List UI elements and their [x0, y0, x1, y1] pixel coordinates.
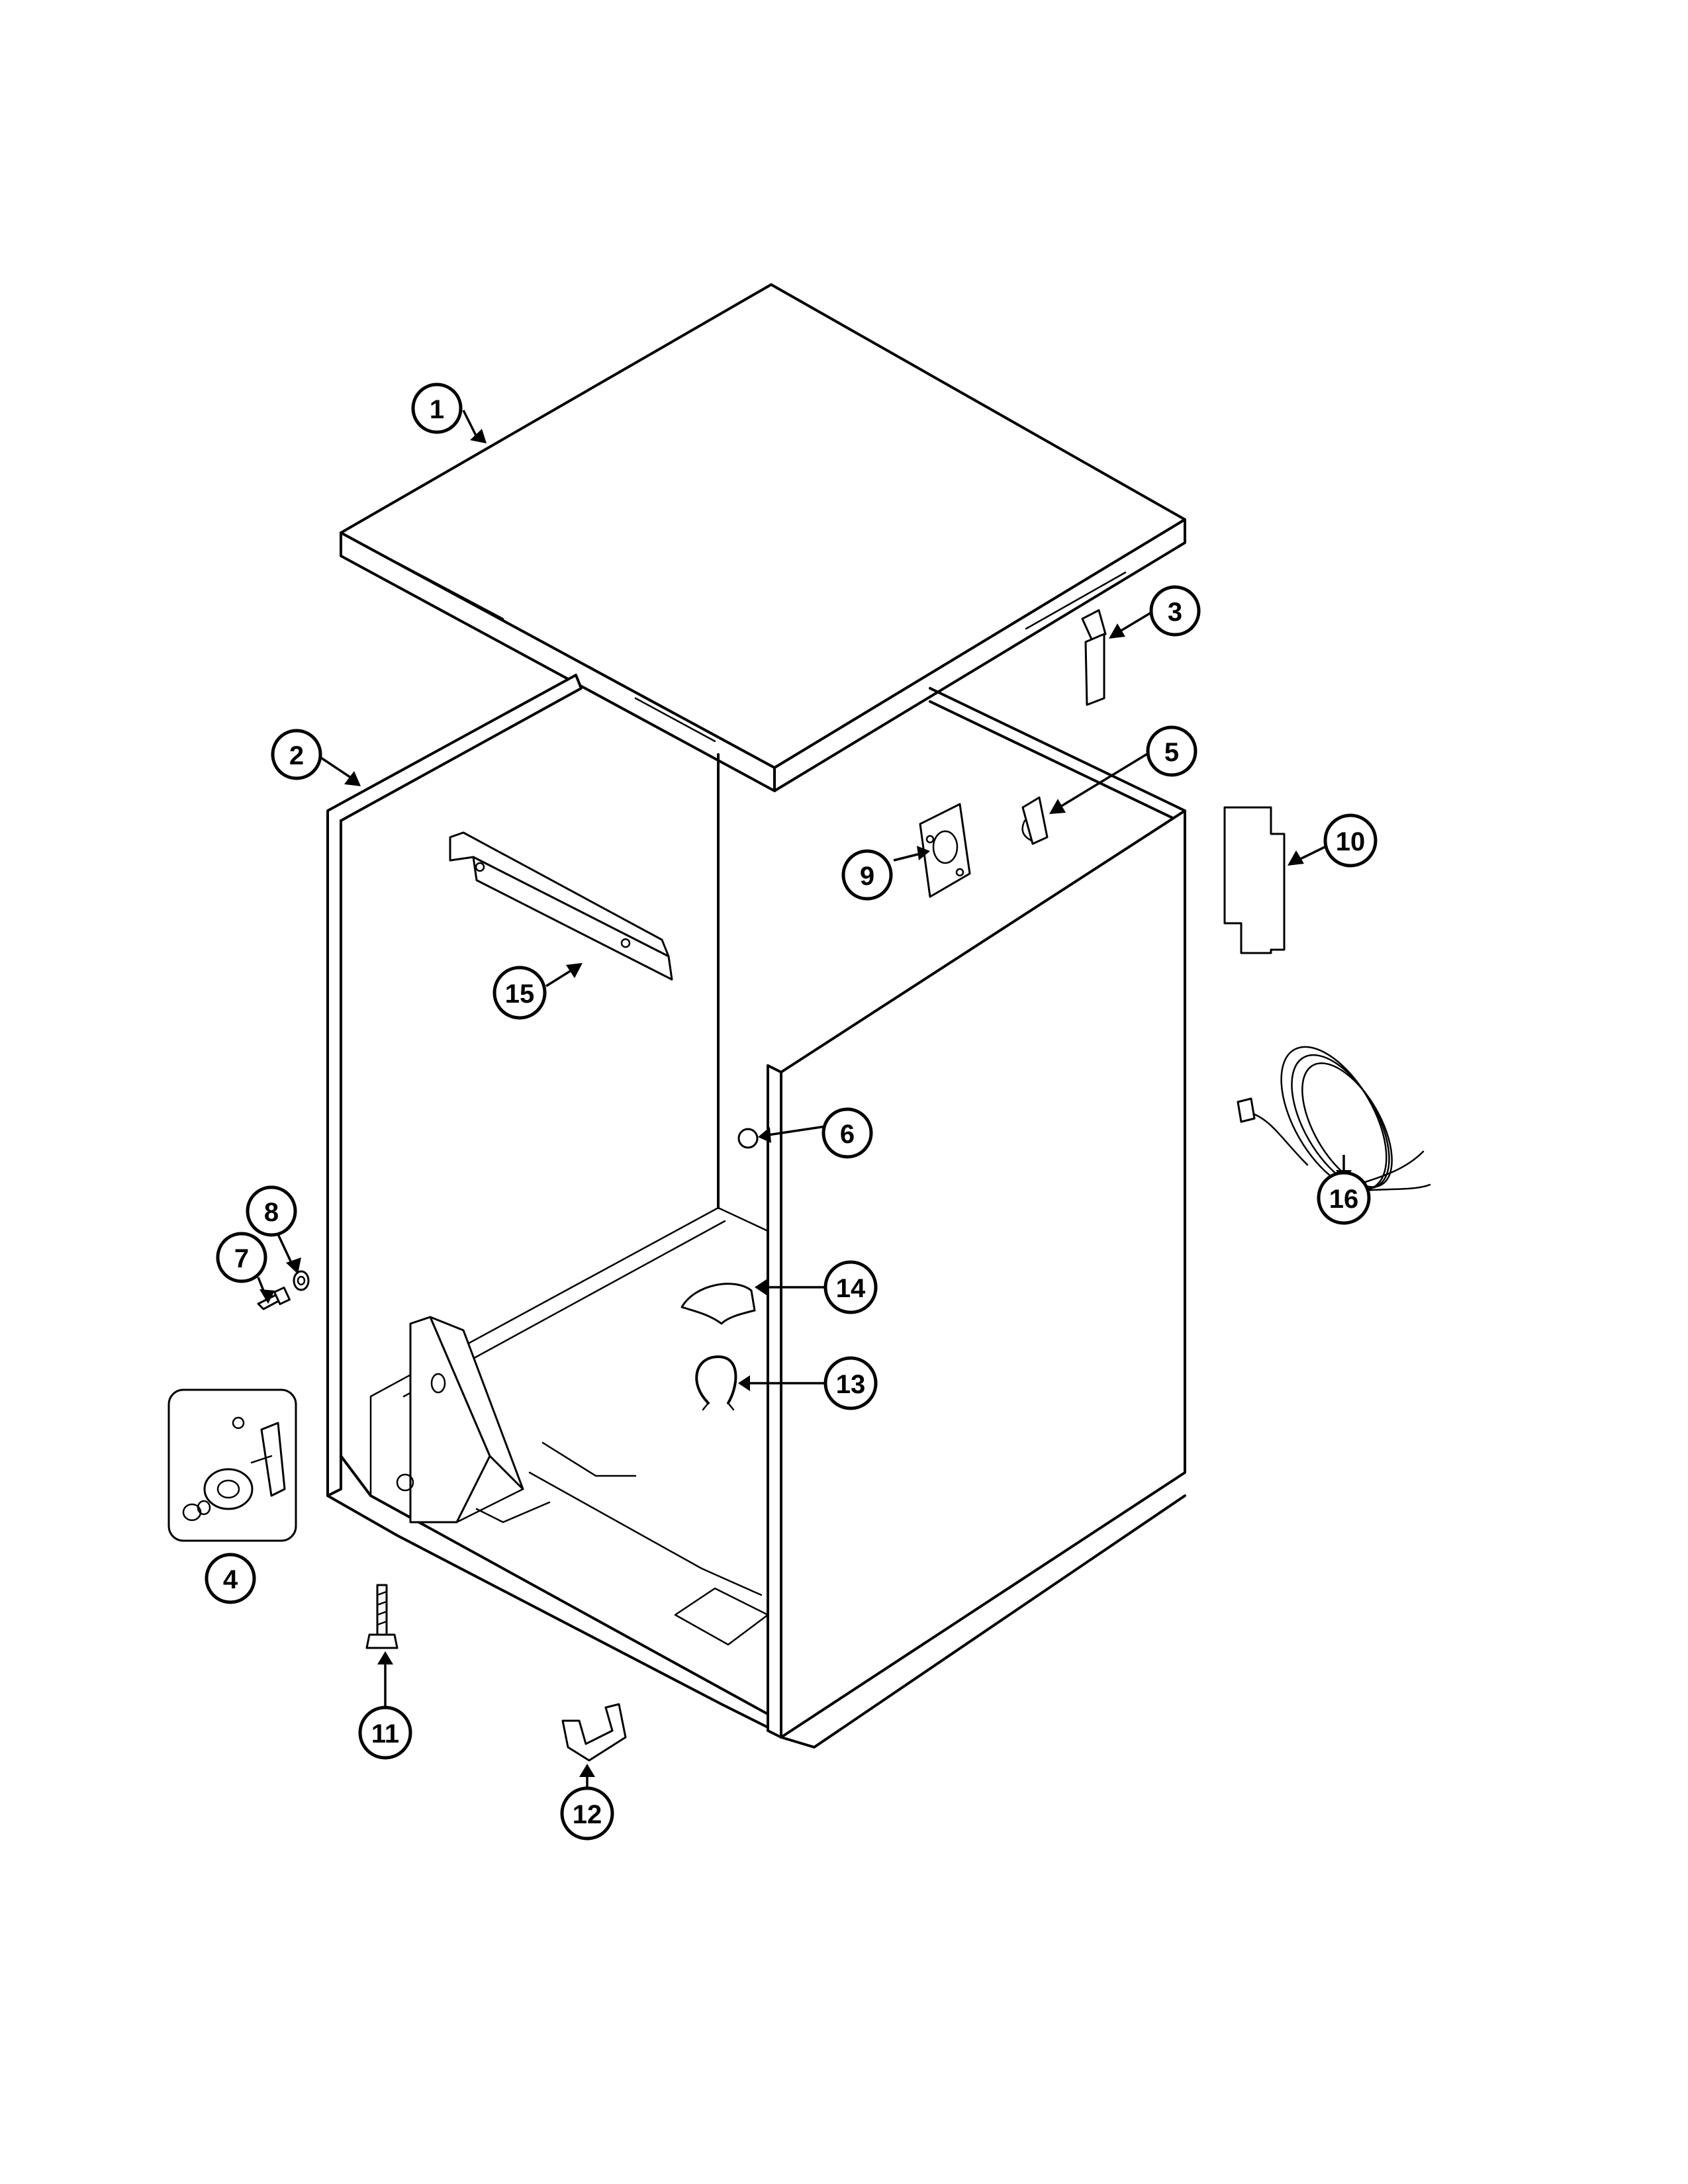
callout-1: 1 [411, 383, 463, 434]
callout-12-label: 12 [573, 1800, 602, 1829]
callout-9-label: 9 [860, 862, 874, 891]
callout-16-label: 16 [1329, 1185, 1359, 1214]
part-rail [449, 831, 673, 981]
callout-7-label: 7 [234, 1244, 249, 1273]
callout-10: 10 [1323, 813, 1378, 868]
callout-14: 14 [823, 1260, 878, 1314]
callout-5-label: 5 [1164, 738, 1179, 767]
callout-14-label: 14 [836, 1274, 866, 1303]
callout-7: 7 [216, 1232, 267, 1283]
callout-15: 15 [492, 966, 547, 1020]
callout-3: 3 [1149, 585, 1201, 637]
callout-2-label: 2 [289, 741, 304, 770]
part-cover-plate [1223, 806, 1286, 954]
callout-5: 5 [1146, 725, 1197, 777]
part-spring-clip [695, 1355, 737, 1411]
callout-13-label: 13 [836, 1370, 866, 1399]
callout-6: 6 [821, 1107, 873, 1159]
part-floor-bracket [561, 1703, 627, 1762]
callout-16-badge-visible: 16 [1317, 1171, 1371, 1225]
part-clip [1081, 609, 1107, 706]
part-leveling-leg [365, 1584, 399, 1649]
callout-12: 12 [560, 1786, 614, 1841]
callout-11: 11 [358, 1706, 412, 1760]
part-nut [293, 1270, 310, 1291]
callout-13: 13 [823, 1356, 878, 1410]
part-heat-shield [680, 1283, 756, 1325]
callout-4-label: 4 [223, 1565, 238, 1594]
callout-11-label: 11 [371, 1719, 399, 1749]
callout-9: 9 [841, 849, 893, 901]
callout-2: 2 [271, 729, 322, 780]
part-top-panel [340, 283, 1186, 792]
callout-10-label: 10 [1336, 827, 1366, 856]
part-hook-bracket [1021, 796, 1049, 845]
callout-1-label: 1 [430, 395, 444, 424]
callout-3-label: 3 [1168, 598, 1182, 627]
callout-15-label: 15 [505, 979, 535, 1009]
callout-8-label: 8 [264, 1198, 279, 1227]
callout-4: 4 [205, 1553, 256, 1604]
callout-8: 8 [246, 1185, 297, 1237]
part-roller-assembly [167, 1388, 297, 1542]
part-mounting-plate [919, 803, 971, 898]
part-cabinet [326, 674, 1186, 1749]
part-power-cord [1237, 1046, 1431, 1193]
callout-6-label: 6 [840, 1120, 855, 1149]
part-plug [737, 1128, 759, 1149]
